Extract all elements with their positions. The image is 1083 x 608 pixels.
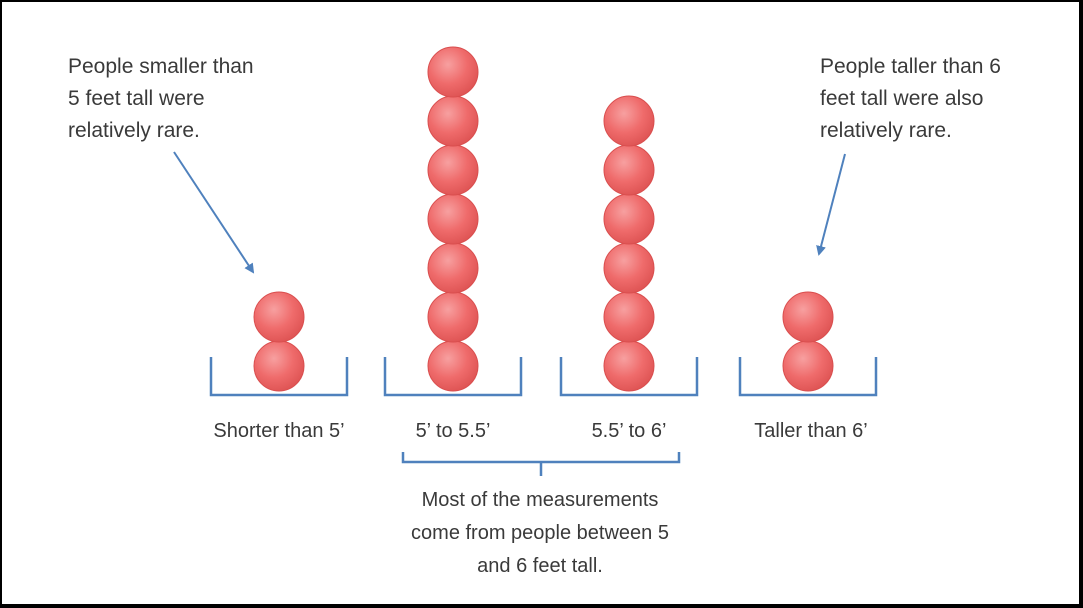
measurement-ball-5-to-5-5 bbox=[427, 340, 479, 392]
measurement-ball-5-to-5-5 bbox=[427, 242, 479, 294]
bin-bracket-5-5-to-6 bbox=[559, 357, 699, 397]
left-note: People smaller than 5 feet tall were rel… bbox=[68, 55, 254, 142]
measurement-ball-shorter-than-5 bbox=[253, 340, 305, 392]
bin-label-5-to-5-5: 5’ to 5.5’ bbox=[415, 420, 491, 442]
bin-bracket-shorter-than-5 bbox=[209, 357, 349, 397]
right-note-arrow bbox=[816, 153, 846, 256]
bin-bracket-taller-than-6 bbox=[738, 357, 878, 397]
measurement-ball-5-to-5-5 bbox=[427, 144, 479, 196]
measurement-ball-5-5-to-6 bbox=[603, 291, 655, 343]
measurement-ball-5-to-5-5 bbox=[427, 46, 479, 98]
measurement-ball-5-to-5-5 bbox=[427, 95, 479, 147]
bin-label-5-5-to-6: 5.5’ to 6’ bbox=[591, 420, 667, 442]
measurement-ball-5-to-5-5 bbox=[427, 291, 479, 343]
measurement-ball-5-5-to-6 bbox=[603, 95, 655, 147]
measurement-ball-5-5-to-6 bbox=[603, 144, 655, 196]
bin-label-taller-than-6: Taller than 6’ bbox=[754, 420, 868, 442]
measurement-ball-5-to-5-5 bbox=[427, 193, 479, 245]
measurement-ball-5-5-to-6 bbox=[603, 193, 655, 245]
right-note: People taller than 6 feet tall were also… bbox=[820, 55, 1001, 142]
bin-label-shorter-than-5: Shorter than 5’ bbox=[213, 420, 345, 442]
measurement-ball-taller-than-6 bbox=[782, 340, 834, 392]
summary-text: Most of the measurements come from peopl… bbox=[411, 489, 669, 577]
bin-bracket-5-to-5-5 bbox=[383, 357, 523, 397]
measurement-ball-5-5-to-6 bbox=[603, 242, 655, 294]
measurement-ball-5-5-to-6 bbox=[603, 340, 655, 392]
measurement-ball-shorter-than-5 bbox=[253, 291, 305, 343]
measurement-ball-taller-than-6 bbox=[782, 291, 834, 343]
left-note-arrow bbox=[173, 151, 255, 274]
summary-brace bbox=[401, 452, 681, 476]
